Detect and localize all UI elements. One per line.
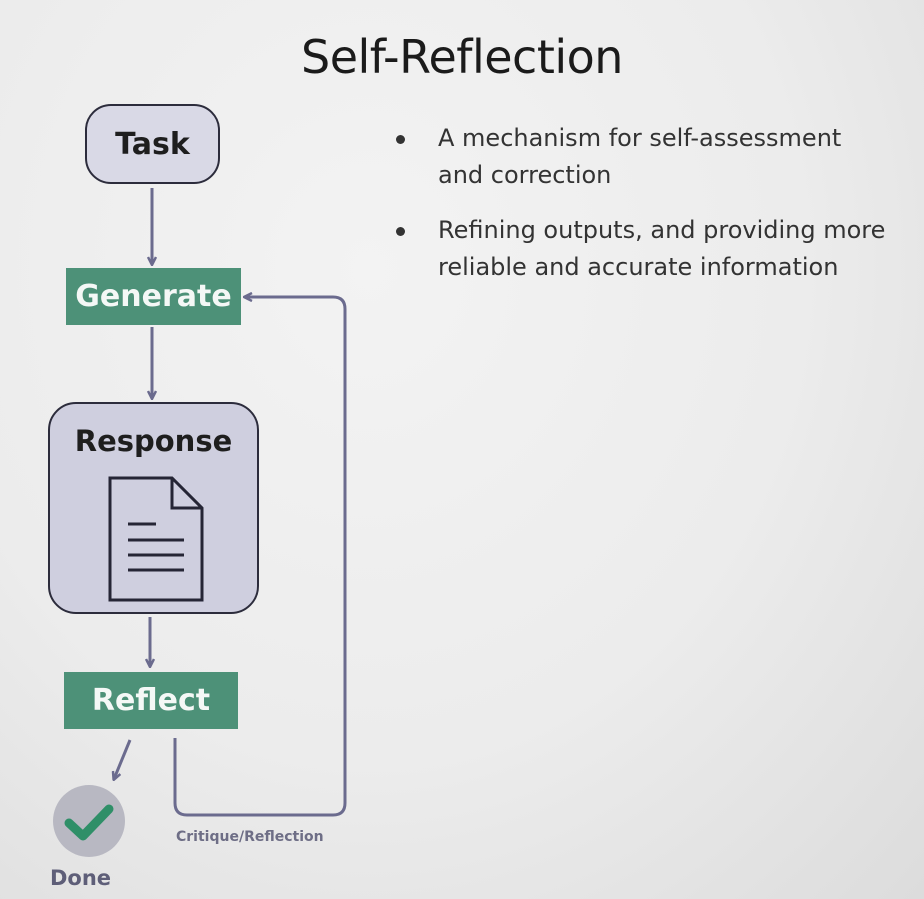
task-node: Task [85, 104, 220, 184]
feedback-loop-arrow [173, 297, 347, 817]
response-node: Response [48, 402, 259, 614]
bullet-text: Refining outputs, and providing more rel… [438, 216, 886, 281]
page-title: Self-Reflection [301, 30, 623, 84]
arrow-reflect-to-done [114, 739, 132, 779]
bullet-item: Refining outputs, and providing more rel… [390, 212, 890, 286]
bullet-dot [396, 227, 405, 236]
bullet-text: A mechanism for self-assessment and corr… [438, 124, 842, 189]
bullet-item: A mechanism for self-assessment and corr… [390, 120, 890, 194]
generate-node: Generate [66, 268, 241, 325]
bullet-list: A mechanism for self-assessment and corr… [390, 120, 890, 304]
response-label: Response [74, 424, 233, 458]
done-label: Done [50, 866, 112, 890]
critique-label: Critique/Reflection [176, 829, 324, 845]
check-icon [53, 785, 125, 857]
bullet-dot [396, 135, 405, 144]
document-icon [108, 476, 204, 602]
reflect-node: Reflect [64, 672, 238, 729]
